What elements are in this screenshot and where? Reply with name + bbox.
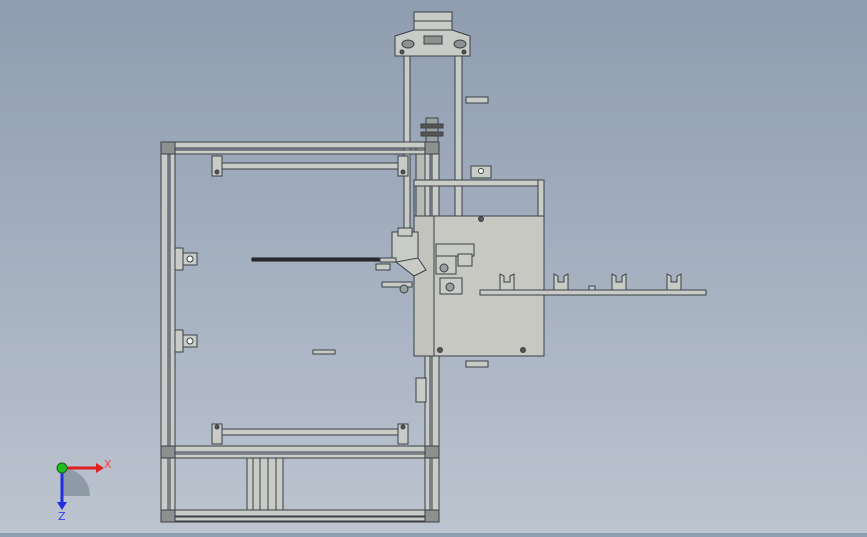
bottom-linear-module — [246, 457, 284, 511]
loose-plate-top — [465, 96, 489, 104]
x-arrow-head — [96, 463, 104, 473]
push-rod — [251, 257, 393, 262]
z-axis-label: Z — [58, 510, 66, 522]
x-axis-label: X — [104, 458, 112, 471]
loose-plate-bottom — [465, 360, 489, 368]
z-arrow-head — [57, 502, 67, 510]
coordinate-triad: X Z — [44, 452, 114, 523]
carriage-plate — [413, 168, 545, 403]
triad-plane-shading — [62, 468, 90, 496]
top-mount-bracket — [394, 11, 471, 57]
triad-graphic: X Z — [56, 458, 112, 523]
main-frame — [160, 141, 440, 523]
lower-cross-rod — [211, 423, 409, 445]
comb-arm — [479, 273, 707, 296]
gripper-mechanism — [375, 227, 475, 295]
loose-pin — [312, 349, 336, 355]
upper-cross-rod — [211, 155, 409, 177]
left-side-brackets — [174, 247, 198, 353]
y-axis-dot — [56, 462, 68, 474]
